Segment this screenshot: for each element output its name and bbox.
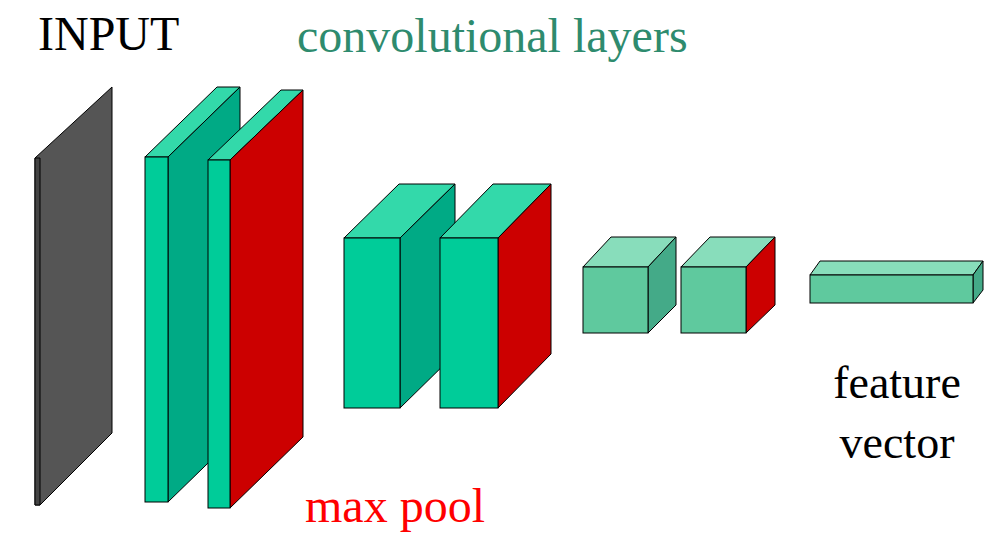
feature-vector-label: feature vector [813,353,981,473]
input-slab-edge [35,158,40,505]
conv-block-side [648,237,676,333]
max-pool-label: max pool [305,482,485,530]
input-slab [35,87,112,505]
section-label: convolutional layers [297,12,688,60]
conv-block-front [208,160,230,508]
conv-block-front [440,238,498,408]
conv-block-front [145,157,168,502]
max-pool-face [498,184,551,408]
feature-vector-bar [810,275,973,303]
feature-vector-side [973,261,983,303]
max-pool-face [230,90,303,508]
feature-vector-top [810,261,983,275]
max-pool-face [746,237,775,333]
conv-block-front [681,267,746,333]
input-label: INPUT [38,10,179,58]
conv-block-front [583,267,648,333]
conv-block-front [344,238,400,408]
